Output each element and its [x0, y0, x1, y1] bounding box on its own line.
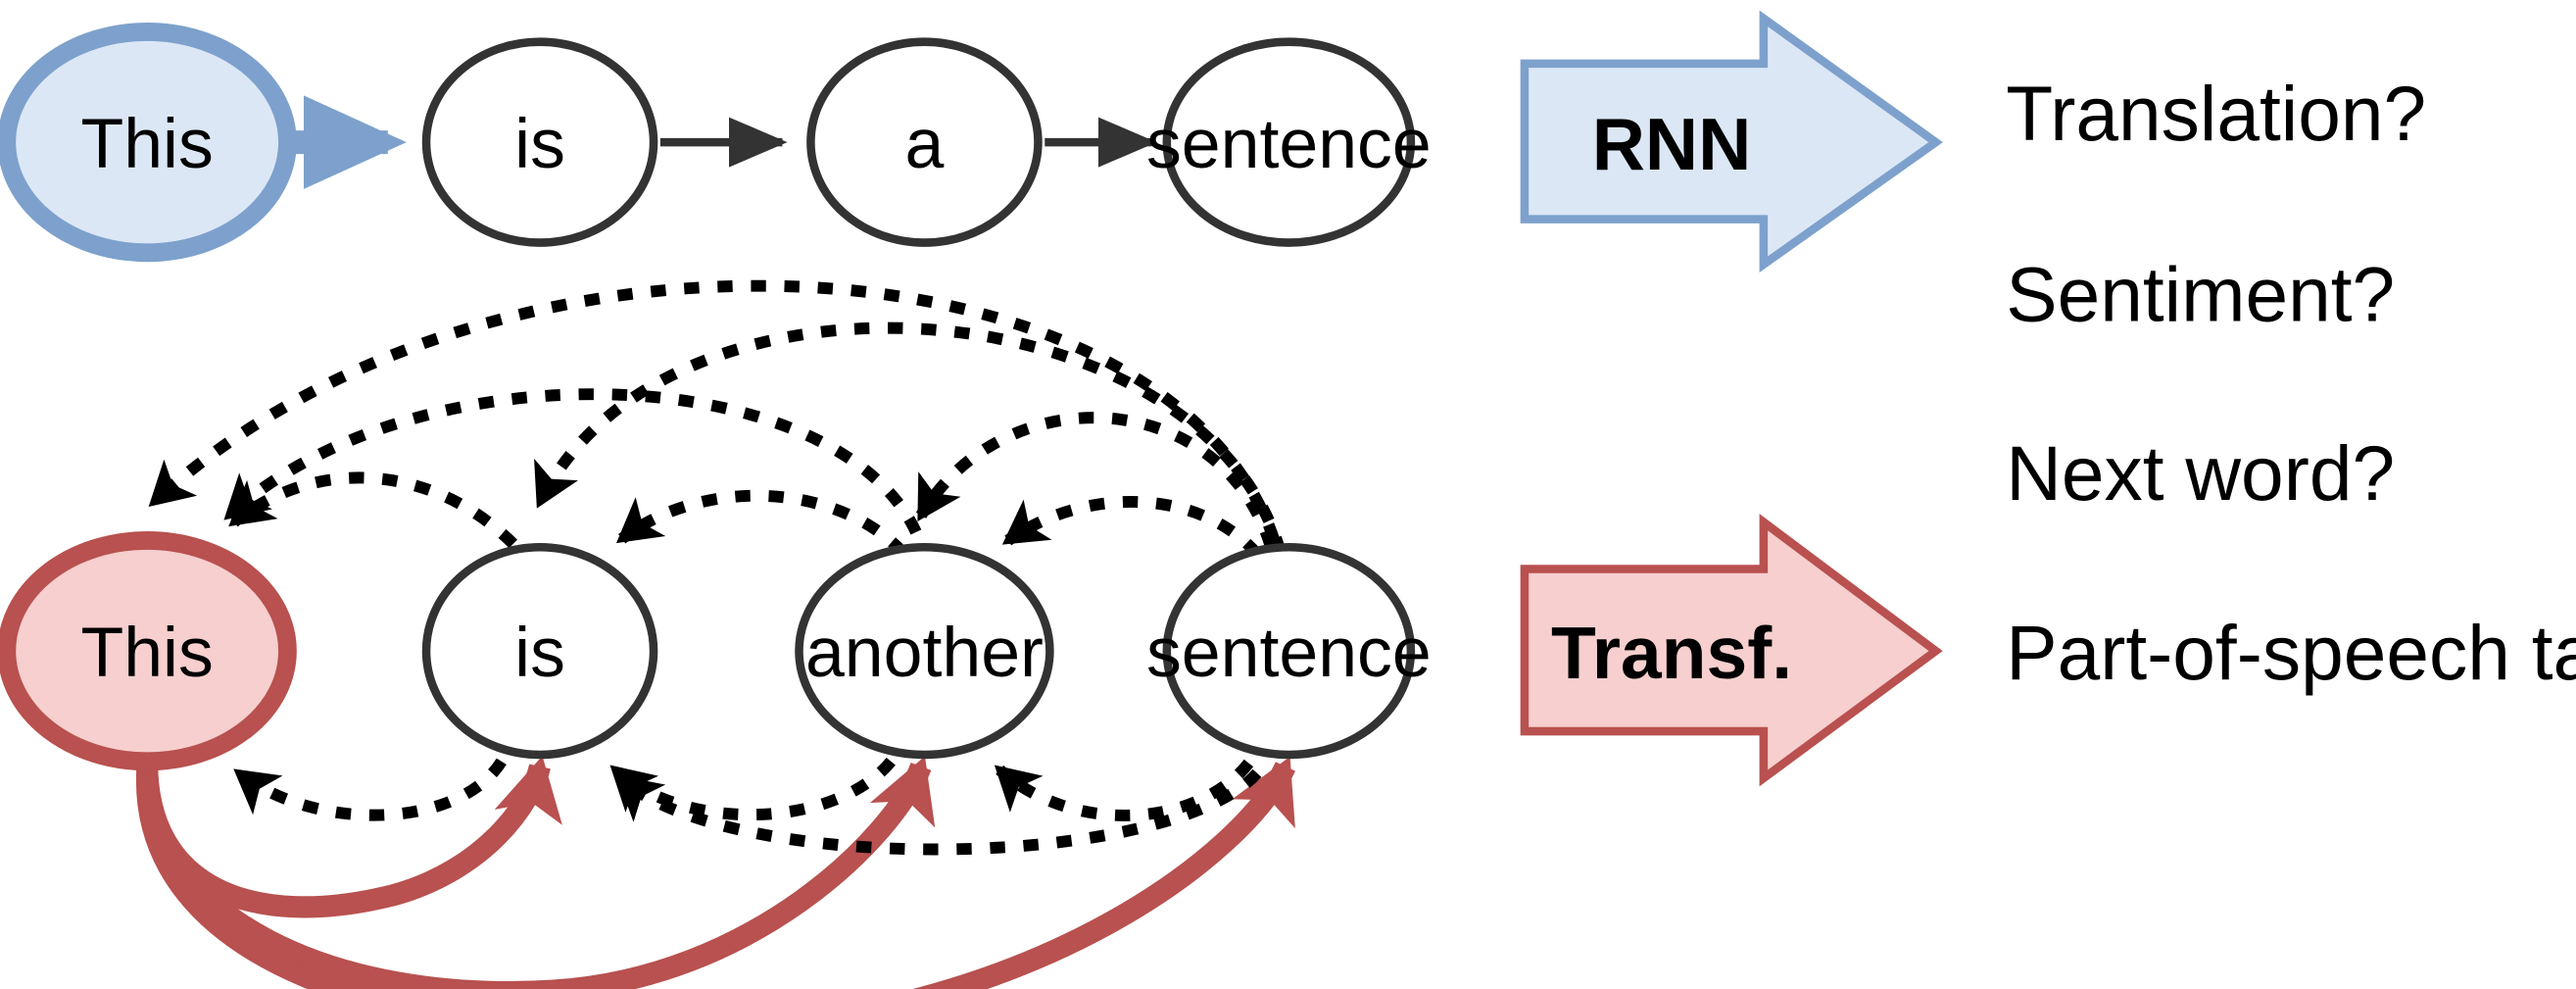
rnn-node-sentence[interactable]: sentence — [1146, 37, 1432, 247]
dotted-edge-sentence-to-is — [534, 321, 1287, 555]
rnn-node-is-label: is — [514, 105, 565, 183]
dotted-edge-sentence-to-this — [148, 279, 1280, 541]
transformer-node-sentence-label: sentence — [1146, 614, 1432, 692]
dotted-edge-another-to-is — [615, 489, 907, 557]
rnn-node-sentence-shape[interactable] — [1162, 37, 1416, 247]
transformer-node-is-label: is — [514, 614, 565, 692]
dotted-edge-is-to-this — [228, 471, 517, 549]
task-next-word-label: Next word? — [2006, 430, 2395, 517]
dotted-edge-below-another-to-is — [609, 757, 896, 821]
rnn-block-label: RNN — [1592, 103, 1752, 185]
rnn-row-group: This is a sentence — [0, 23, 1432, 263]
transformer-node-this-label: This — [80, 614, 213, 692]
rnn-node-a-label: a — [905, 105, 945, 183]
rnn-node-sentence-label: sentence — [1146, 105, 1432, 183]
transformer-attention-edges-above — [148, 279, 1287, 559]
rnn-node-is-shape[interactable] — [421, 37, 658, 247]
transformer-row-group: This is another sentence — [0, 279, 1432, 989]
model-block-transformer[interactable]: Transf. — [1520, 514, 1943, 787]
rnn-node-this-shape[interactable] — [0, 23, 297, 263]
rnn-node-is[interactable]: is — [421, 37, 658, 247]
dotted-edge-below-sentence-to-is — [616, 768, 1262, 856]
rnn-node-a[interactable]: a — [806, 37, 1043, 247]
transformer-node-another[interactable]: another — [795, 543, 1054, 760]
transformer-node-another-shape[interactable] — [795, 543, 1054, 760]
task-pos-tags-label: Part-of-speech tags? — [2006, 610, 2576, 696]
dotted-edge-another-to-this — [223, 388, 922, 535]
task-question-list: Translation? Sentiment? Next word? Part-… — [2006, 71, 2576, 696]
rnn-node-this[interactable]: This — [0, 23, 297, 263]
rnn-block-arrow-shape[interactable] — [1520, 10, 1943, 273]
transformer-node-sentence[interactable]: sentence — [1146, 543, 1432, 760]
transformer-node-sentence-shape[interactable] — [1162, 543, 1416, 760]
dotted-edge-below-sentence-to-another — [994, 759, 1254, 821]
transformer-node-is-shape[interactable] — [421, 543, 658, 760]
model-block-rnn[interactable]: RNN — [1520, 10, 1943, 273]
task-translation-label: Translation? — [2006, 71, 2426, 157]
transformer-block-label: Transf. — [1551, 612, 1792, 694]
transformer-block-arrow-shape[interactable] — [1520, 514, 1943, 787]
rnn-node-this-label: This — [80, 105, 213, 183]
red-edge-this-to-another — [136, 756, 936, 989]
transformer-source-edges — [136, 756, 1296, 989]
transformer-attention-edges-below — [233, 757, 1262, 856]
task-sentiment-label: Sentiment? — [2006, 251, 2395, 337]
dotted-edge-sentence-to-another-short — [1001, 496, 1262, 559]
dotted-edge-sentence-to-another — [915, 412, 1277, 548]
transformer-node-another-label: another — [805, 614, 1044, 692]
transformer-node-this[interactable]: This — [0, 531, 297, 771]
red-edge-this-to-sentence — [136, 756, 1296, 989]
transformer-node-this-shape[interactable] — [0, 531, 297, 771]
rnn-node-a-shape[interactable] — [806, 37, 1043, 247]
dotted-edge-below-is-to-this — [233, 758, 507, 821]
transformer-node-is[interactable]: is — [421, 543, 658, 760]
